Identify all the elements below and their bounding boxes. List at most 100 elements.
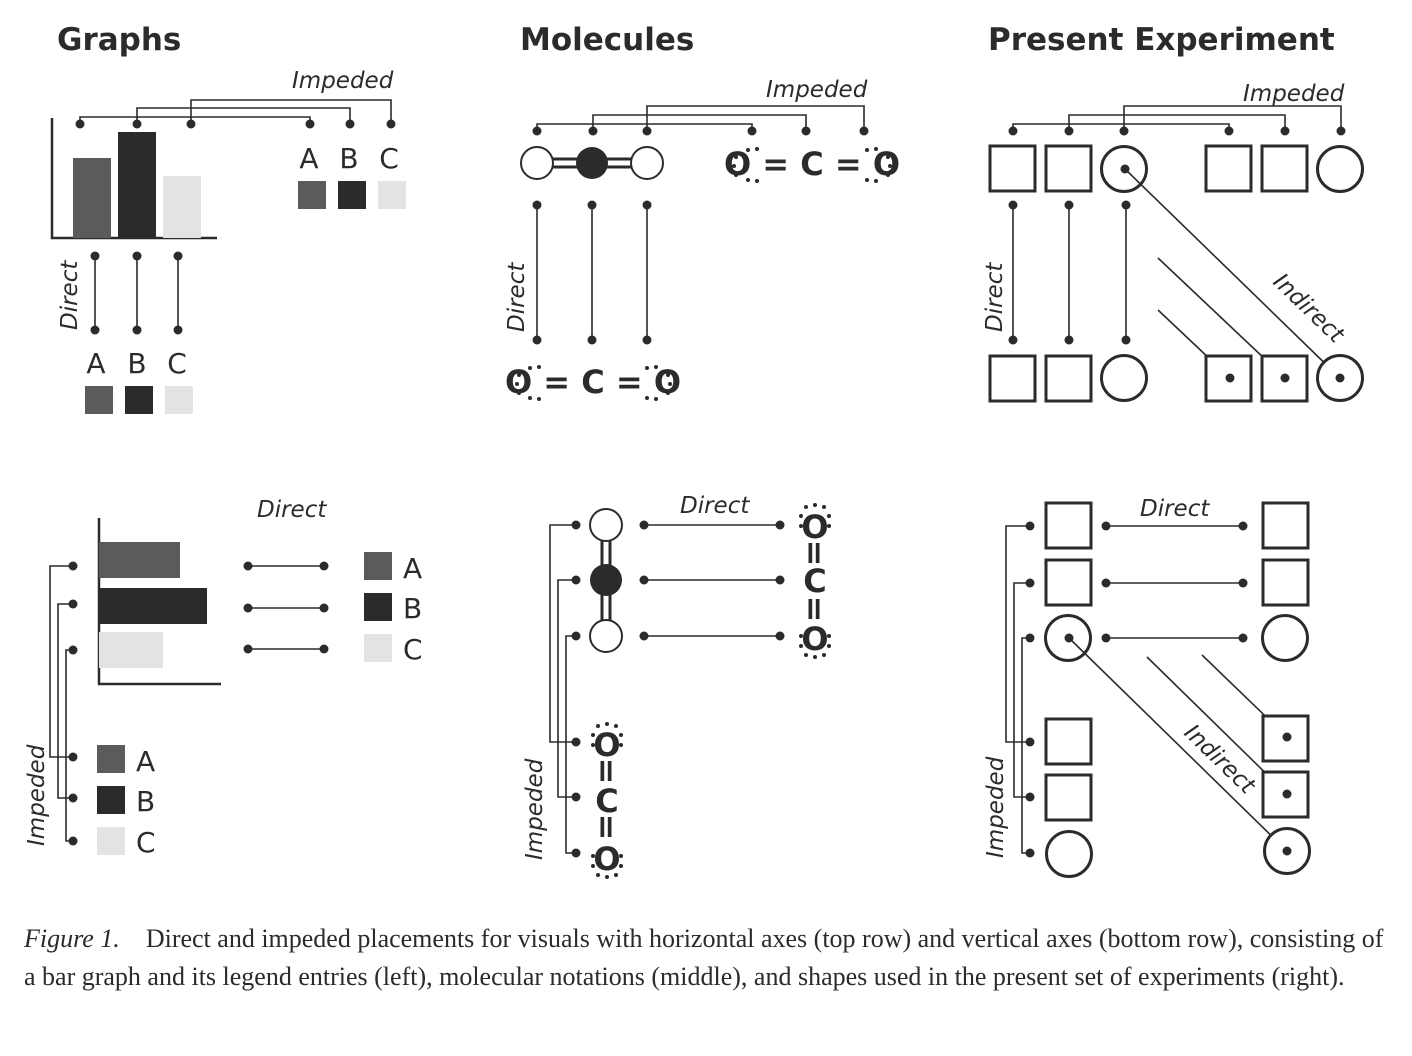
bar-a	[73, 158, 111, 238]
square-shape	[988, 354, 1037, 403]
label-direct: Direct	[982, 262, 1008, 332]
legend-swatch-a-impeded	[97, 745, 125, 773]
label-indirect: Indirect	[1268, 269, 1350, 349]
legend-label-b: B	[339, 142, 358, 175]
legend-swatch-a	[364, 552, 392, 580]
legend-label-b-direct: B	[127, 347, 146, 380]
square-shape	[1044, 717, 1093, 766]
oxygen-atom-left	[520, 146, 554, 180]
bar-b	[118, 132, 156, 238]
legend-swatch-b-impeded	[97, 786, 125, 814]
square-shape	[1044, 354, 1093, 403]
direct-connectors	[644, 524, 780, 637]
legend-swatch-b-direct	[125, 386, 153, 414]
square-shape	[1044, 144, 1093, 193]
legend-swatch-c	[364, 634, 392, 662]
bar-b	[99, 588, 207, 624]
panel-graphs-vertical: Direct A B C Impeded A B C	[24, 497, 423, 859]
lone-pair-dots-direct	[515, 365, 672, 401]
panel-molecules-vertical: Direct O = C = O Impeded O = C = O	[522, 493, 834, 879]
direct-connectors	[248, 565, 324, 650]
circle-shape	[1261, 614, 1309, 662]
heading-graphs: Graphs	[57, 22, 181, 58]
atom-c: C	[595, 782, 618, 820]
vertical-lewis-formula-direct: O = C = O	[796, 503, 834, 659]
label-impeded: Impeded	[1243, 81, 1345, 107]
label-direct: Direct	[57, 260, 83, 330]
atom-o: O	[801, 508, 828, 546]
square-shape	[1044, 501, 1093, 550]
label-impeded: Impeded	[522, 758, 548, 860]
indirect-connectors	[1068, 637, 1288, 852]
legend-swatch-a	[298, 181, 326, 209]
impeded-connectors	[1005, 525, 1030, 854]
circle-shape	[1045, 830, 1093, 878]
impeded-connectors	[536, 105, 865, 131]
square-shape	[1260, 354, 1309, 403]
square-shape	[1261, 501, 1310, 550]
impeded-connectors	[1012, 105, 1342, 131]
legend-label-a-impeded: A	[136, 745, 155, 778]
atom-o: O	[593, 840, 620, 878]
direct-connectors	[1012, 205, 1127, 340]
legend-label-a: A	[403, 552, 422, 585]
legend-swatch-c	[378, 181, 406, 209]
bar-c	[163, 176, 201, 238]
legend-label-b-impeded: B	[136, 785, 155, 818]
bond-eq: =	[796, 596, 834, 623]
panel-present-horizontal: Impeded Direct Indirect	[982, 81, 1364, 403]
legend-label-c-direct: C	[167, 347, 187, 380]
figure-caption: Figure 1.Direct and impeded placements f…	[24, 920, 1384, 996]
impeded-connectors	[79, 99, 392, 124]
square-shape	[1044, 773, 1093, 822]
indirect-connectors	[1124, 168, 1341, 379]
heading-present-experiment: Present Experiment	[988, 22, 1335, 58]
bar-axes	[50, 118, 217, 240]
direct-connectors	[1106, 525, 1243, 639]
lewis-formula-direct: O = C = O	[505, 363, 681, 401]
label-direct: Direct	[257, 497, 327, 523]
circle-shape	[1316, 145, 1364, 193]
carbon-atom	[576, 147, 608, 179]
label-impeded: Impeded	[766, 77, 868, 103]
bond-eq: =	[588, 758, 626, 785]
lone-pair-dots	[732, 147, 892, 183]
direct-connectors	[536, 205, 648, 340]
atom-o: O	[593, 726, 620, 764]
legend-label-c: C	[379, 142, 399, 175]
circle-shape	[1100, 354, 1148, 402]
legend-label-c-impeded: C	[136, 826, 156, 859]
panel-present-vertical: Direct Indirect Impeded	[983, 496, 1311, 878]
square-shape	[1261, 714, 1310, 763]
bond-eq: =	[796, 540, 834, 567]
lewis-formula: O = C = O	[724, 145, 900, 183]
legend-swatch-c-direct	[165, 386, 193, 414]
legend-swatch-a-direct	[85, 386, 113, 414]
square-shape	[1204, 144, 1253, 193]
atom-o: O	[801, 620, 828, 658]
panel-molecules-horizontal: Impeded O = C = O Direct O = C = O	[504, 77, 900, 401]
oxygen-atom-right	[630, 146, 664, 180]
legend-label-c: C	[403, 633, 423, 666]
label-direct: Direct	[680, 493, 750, 519]
legend-label-a-direct: A	[86, 347, 105, 380]
bar-a	[99, 542, 180, 578]
direct-connectors	[94, 256, 179, 330]
atom-c: C	[803, 562, 826, 600]
square-shape	[1260, 144, 1309, 193]
bond-eq: =	[588, 814, 626, 841]
impeded-connectors	[549, 524, 576, 854]
label-impeded: Impeded	[292, 68, 394, 94]
oxygen-atom-top	[589, 508, 623, 542]
vertical-lewis-formula-impeded: O = C = O	[588, 722, 626, 879]
legend-swatch-b	[364, 593, 392, 621]
label-indirect: Indirect	[1179, 720, 1261, 800]
heading-molecules: Molecules	[520, 22, 694, 58]
label-direct: Direct	[1140, 496, 1210, 522]
label-direct: Direct	[504, 262, 530, 332]
carbon-atom	[590, 564, 622, 596]
square-shape	[1044, 558, 1093, 607]
label-impeded: Impeded	[983, 756, 1009, 858]
legend-label-b: B	[403, 592, 422, 625]
square-shape	[1261, 558, 1310, 607]
